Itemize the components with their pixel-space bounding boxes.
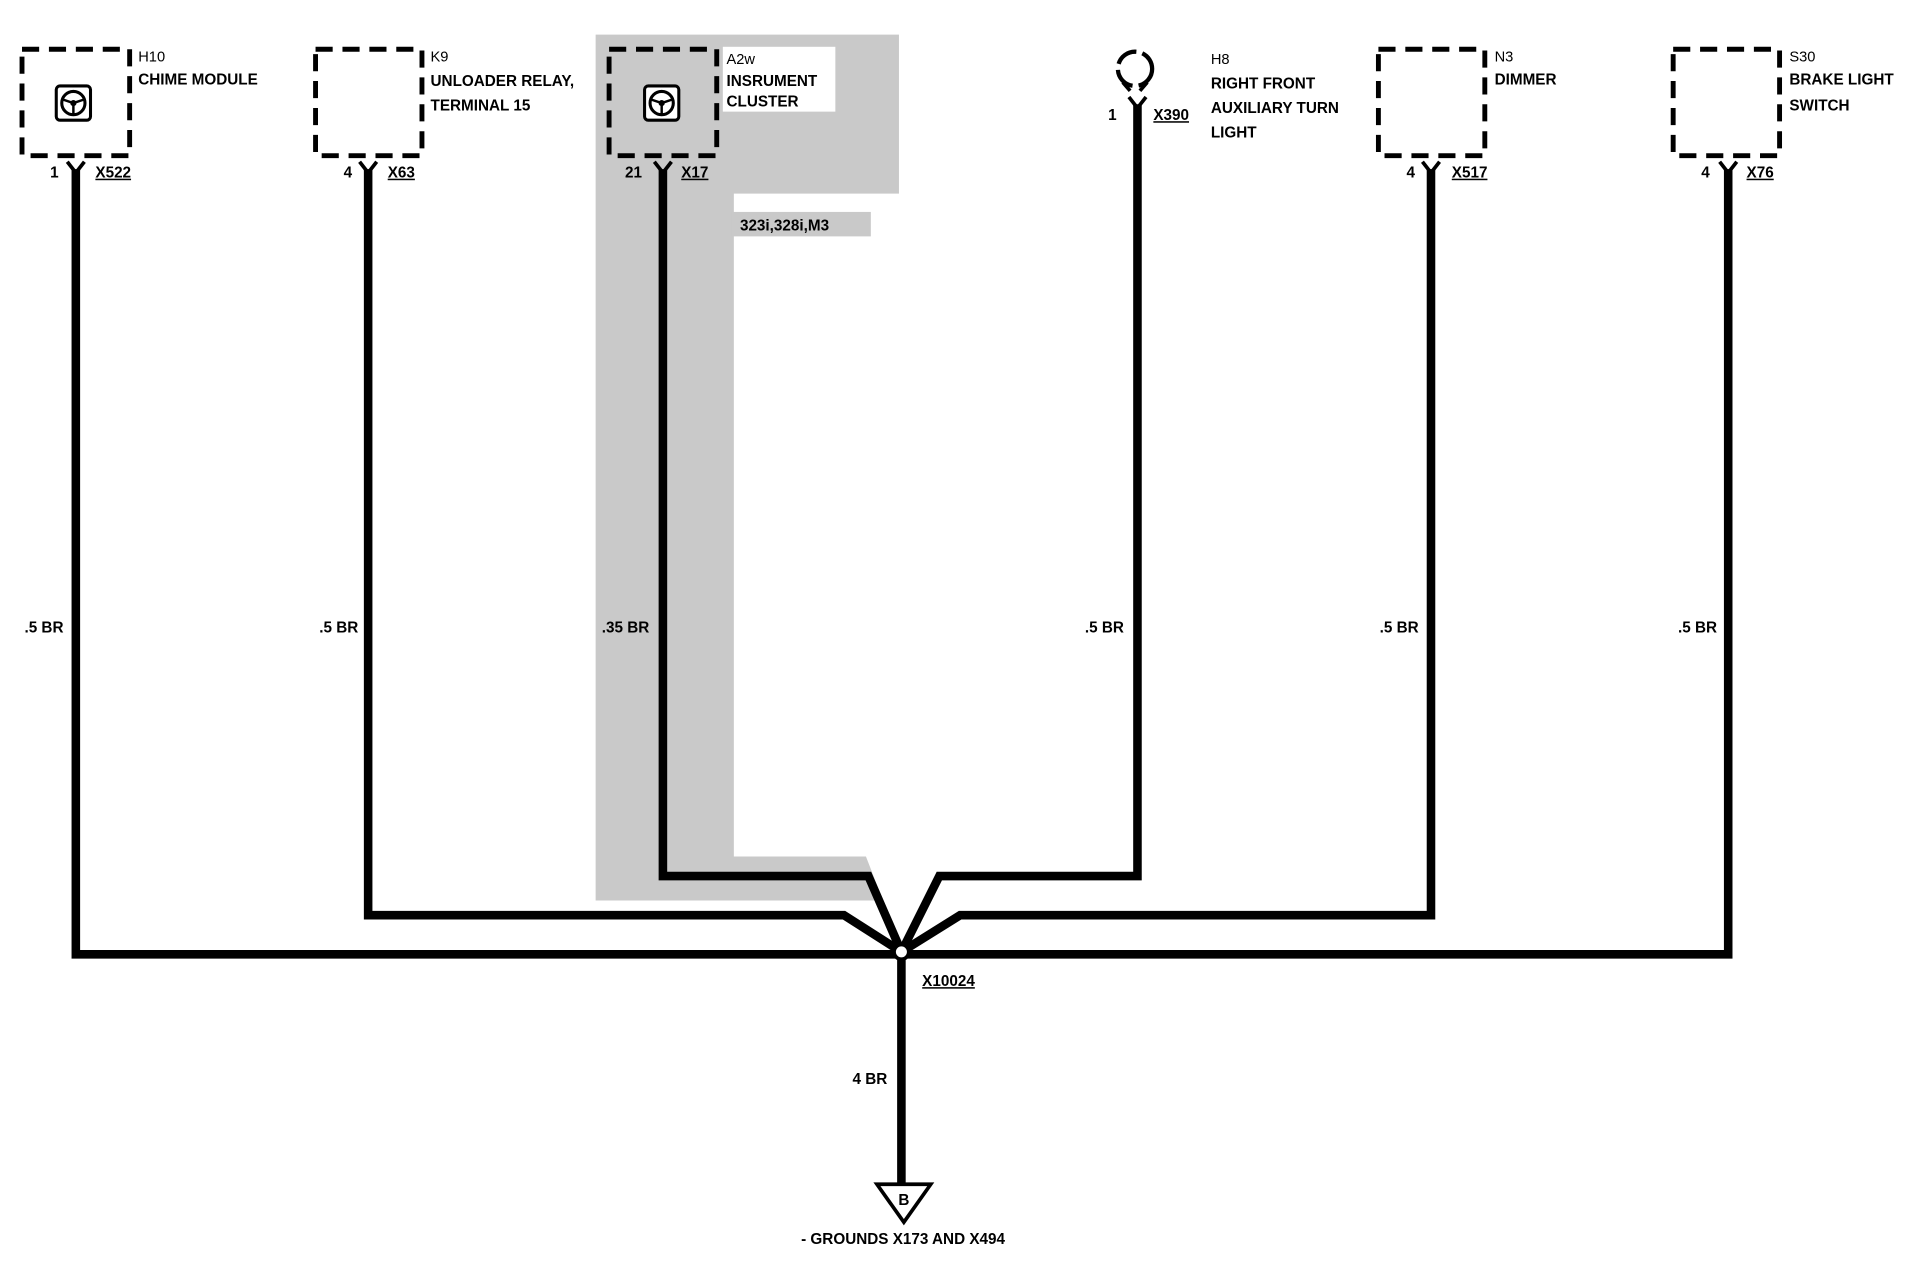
wire-label: .5 BR	[1678, 620, 1717, 637]
bulb-icon	[1115, 49, 1155, 93]
connector-label: X63	[388, 165, 415, 182]
splice-junction	[892, 942, 911, 962]
ground-symbol-icon	[873, 1182, 935, 1226]
component-name-line: BRAKE LIGHT	[1789, 72, 1894, 89]
component-box	[19, 46, 133, 159]
pin-number: 21	[625, 165, 642, 182]
component-a2w: A2w INSRUMENT CLUSTER 21 X17 323i,328i,M…	[606, 46, 829, 234]
wire-k9	[363, 169, 904, 956]
component-name-line: CLUSTER	[727, 94, 799, 111]
connector-label: X390	[1153, 107, 1189, 124]
wire-label: .35 BR	[602, 620, 650, 637]
component-name-line: INSRUMENT	[727, 73, 818, 90]
component-ref: S30	[1789, 49, 1815, 65]
wire-label: .5 BR	[319, 620, 358, 637]
wire-s30	[901, 169, 1733, 959]
pin-number: 4	[1407, 165, 1416, 182]
connector-label: X517	[1452, 165, 1488, 182]
pin-number: 1	[50, 165, 59, 182]
component-name-line: RIGHT FRONT	[1211, 75, 1316, 92]
component-n3: N3 DIMMER 4 X517	[1375, 46, 1557, 182]
component-ref: K9	[431, 49, 449, 65]
a2w-label-backdrop	[722, 46, 836, 112]
component-ref: A2w	[727, 52, 756, 68]
component-name-line: LIGHT	[1211, 124, 1257, 141]
wire-label: .5 BR	[1380, 620, 1419, 637]
component-name-line: SWITCH	[1789, 97, 1849, 114]
connector-label: X522	[95, 165, 131, 182]
pin-number: 4	[1701, 165, 1710, 182]
module-icon	[643, 84, 681, 122]
variant-shading	[595, 34, 899, 901]
variant-note: 323i,328i,M3	[740, 217, 829, 234]
junction-connector-label: X10024	[922, 973, 975, 990]
ground-symbol-letter: B	[898, 1192, 909, 1209]
connector-label: X17	[681, 165, 708, 182]
component-ref: H8	[1211, 52, 1230, 68]
component-name-line: AUXILIARY TURN	[1211, 100, 1339, 117]
ground-wire-label: 4 BR	[852, 1071, 887, 1088]
component-h8: H8 RIGHT FRONT AUXILIARY TURN LIGHT 1 X3…	[1108, 49, 1339, 141]
wire-a2w	[658, 169, 906, 954]
pin-number: 4	[344, 165, 353, 182]
wire-n3	[899, 169, 1436, 956]
component-s30: S30 BRAKE LIGHT SWITCH 4 X76	[1670, 46, 1894, 182]
variant-note-shading	[731, 211, 871, 237]
component-box	[606, 46, 720, 159]
component-h10: H10 CHIME MODULE 1 X522	[19, 46, 258, 182]
component-name-line: CHIME MODULE	[138, 72, 258, 89]
component-ref: H10	[138, 49, 165, 65]
module-icon	[54, 84, 93, 122]
wire-label: .5 BR	[24, 620, 63, 637]
component-name-line: TERMINAL 15	[431, 97, 531, 114]
ground-label: - GROUNDS X173 AND X494	[801, 1231, 1005, 1248]
connector-label: X76	[1747, 165, 1774, 182]
wire-h8	[897, 104, 1142, 954]
wire-label: .5 BR	[1085, 620, 1124, 637]
wire-h10	[71, 169, 902, 959]
component-ref: N3	[1495, 49, 1514, 65]
component-name-line: DIMMER	[1495, 72, 1557, 89]
component-name-line: UNLOADER RELAY,	[431, 73, 575, 90]
pin-number: 1	[1108, 107, 1117, 124]
